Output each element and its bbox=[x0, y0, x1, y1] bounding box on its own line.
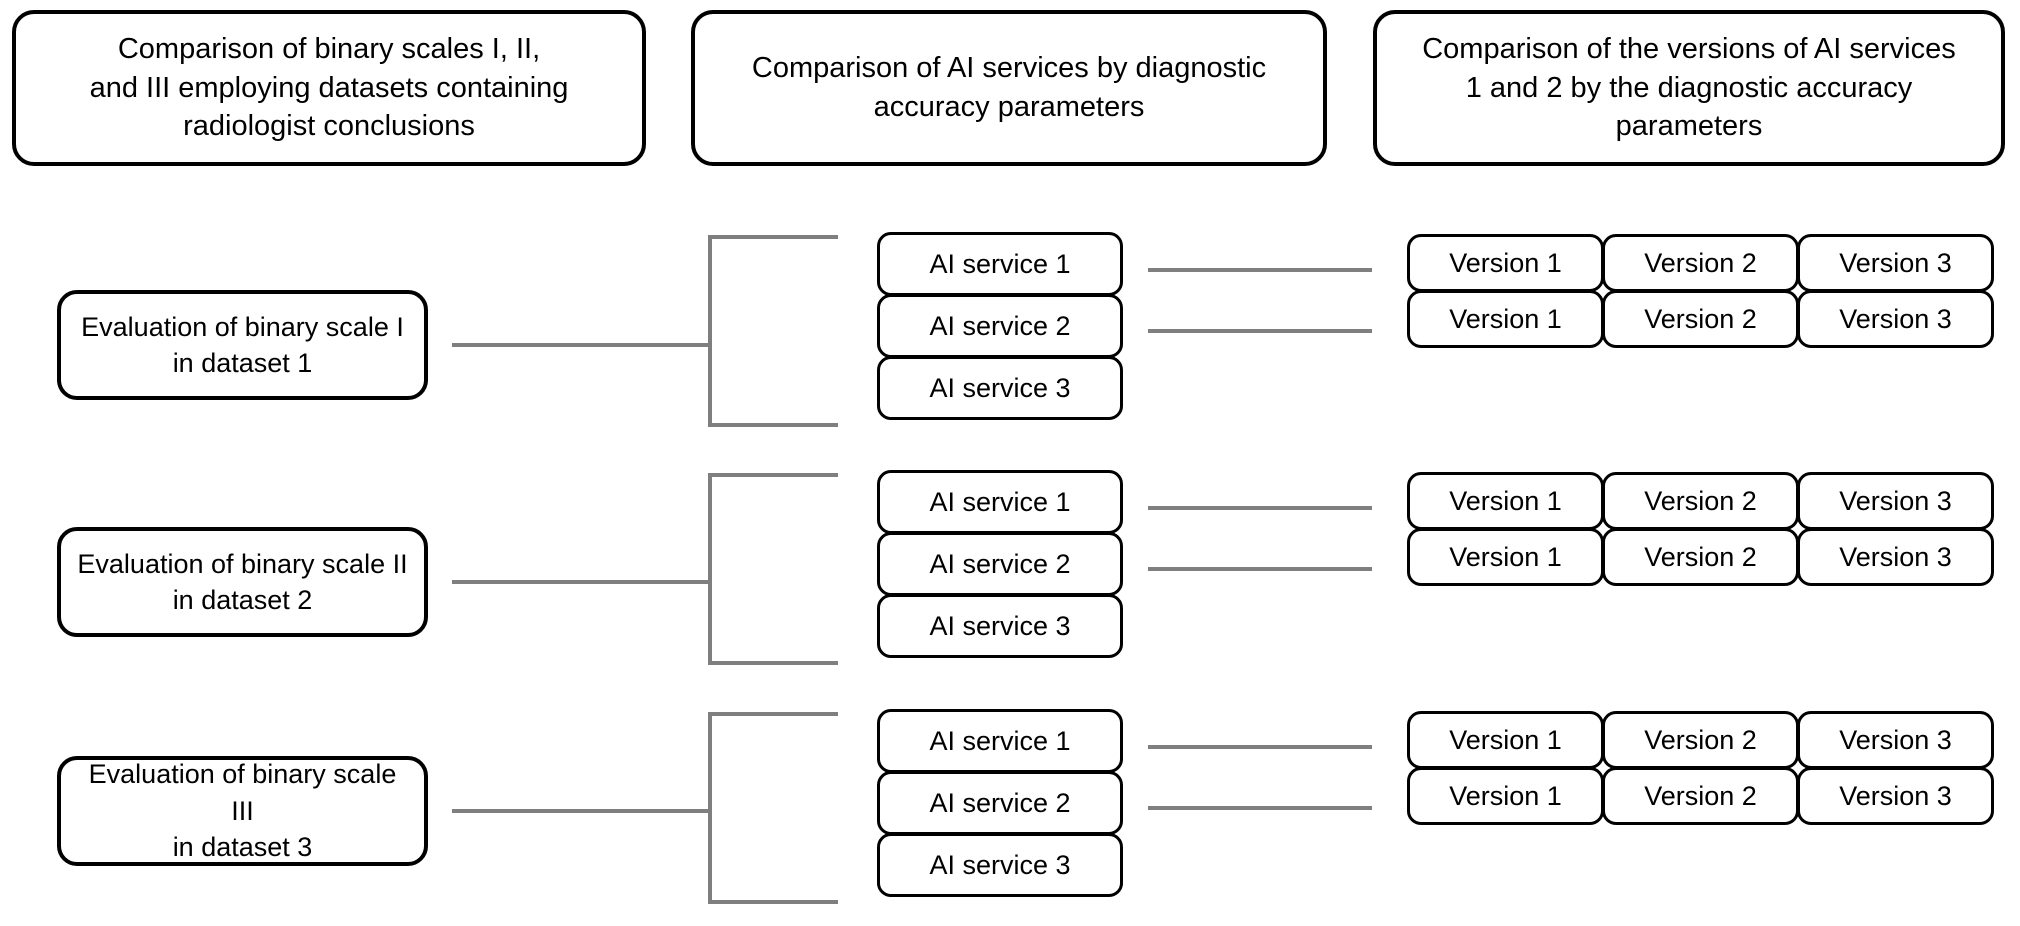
connector-ai1-to-versions-1 bbox=[1148, 268, 1372, 272]
version-grid-row: Version 1 Version 2 Version 3 bbox=[1407, 290, 1997, 348]
version-cell[interactable]: Version 3 bbox=[1797, 472, 1994, 530]
version-cell[interactable]: Version 1 bbox=[1407, 767, 1604, 825]
evaluation-box-label: Evaluation of binary scale I in dataset … bbox=[81, 311, 404, 378]
ai-service-stack-3: AI service 1 AI service 2 AI service 3 bbox=[877, 709, 1123, 897]
bracket-arm-top bbox=[708, 473, 838, 477]
version-grid-row: Version 1 Version 2 Version 3 bbox=[1407, 472, 1997, 530]
evaluation-box-label: Evaluation of binary scale II in dataset… bbox=[77, 548, 408, 615]
header-box-ai-services: Comparison of AI services by diagnostic … bbox=[691, 10, 1327, 166]
version-cell[interactable]: Version 3 bbox=[1797, 767, 1994, 825]
header-box-label: Comparison of the versions of AI service… bbox=[1422, 33, 1956, 143]
version-cell[interactable]: Version 1 bbox=[1407, 234, 1604, 292]
evaluation-box-label: Evaluation of binary scale III in datase… bbox=[88, 759, 397, 863]
version-cell[interactable]: Version 3 bbox=[1797, 234, 1994, 292]
version-cell[interactable]: Version 2 bbox=[1602, 234, 1799, 292]
version-cell[interactable]: Version 1 bbox=[1407, 290, 1604, 348]
connector-eval-to-bracket-1 bbox=[452, 343, 710, 347]
version-cell[interactable]: Version 3 bbox=[1797, 528, 1994, 586]
ai-service-box[interactable]: AI service 2 bbox=[877, 771, 1123, 835]
header-box-label: Comparison of AI services by diagnostic … bbox=[751, 52, 1267, 123]
ai-service-box[interactable]: AI service 1 bbox=[877, 470, 1123, 534]
bracket-arm-bottom bbox=[708, 900, 838, 904]
ai-service-stack-1: AI service 1 AI service 2 AI service 3 bbox=[877, 232, 1123, 420]
header-box-binary-scales: Comparison of binary scales I, II, and I… bbox=[12, 10, 646, 166]
header-box-versions: Comparison of the versions of AI service… bbox=[1373, 10, 2005, 166]
connector-ai1-to-versions-2 bbox=[1148, 506, 1372, 510]
connector-eval-to-bracket-2 bbox=[452, 580, 710, 584]
connector-ai1-to-versions-3 bbox=[1148, 745, 1372, 749]
bracket-connector-1 bbox=[708, 235, 842, 427]
version-cell[interactable]: Version 1 bbox=[1407, 528, 1604, 586]
version-cell[interactable]: Version 1 bbox=[1407, 711, 1604, 769]
version-cell[interactable]: Version 3 bbox=[1797, 290, 1994, 348]
evaluation-box-scale-3: Evaluation of binary scale III in datase… bbox=[57, 756, 428, 866]
version-grid-3: Version 1 Version 2 Version 3 Version 1 … bbox=[1407, 711, 1997, 825]
version-cell[interactable]: Version 2 bbox=[1602, 472, 1799, 530]
evaluation-box-scale-2: Evaluation of binary scale II in dataset… bbox=[57, 527, 428, 637]
header-box-label: Comparison of binary scales I, II, and I… bbox=[89, 33, 569, 143]
version-cell[interactable]: Version 1 bbox=[1407, 472, 1604, 530]
bracket-connector-2 bbox=[708, 473, 842, 665]
version-grid-row: Version 1 Version 2 Version 3 bbox=[1407, 234, 1997, 292]
connector-ai2-to-versions-2 bbox=[1148, 567, 1372, 571]
ai-service-box[interactable]: AI service 1 bbox=[877, 709, 1123, 773]
version-cell[interactable]: Version 2 bbox=[1602, 290, 1799, 348]
ai-service-box[interactable]: AI service 3 bbox=[877, 356, 1123, 420]
version-cell[interactable]: Version 2 bbox=[1602, 711, 1799, 769]
version-grid-row: Version 1 Version 2 Version 3 bbox=[1407, 528, 1997, 586]
evaluation-box-scale-1: Evaluation of binary scale I in dataset … bbox=[57, 290, 428, 400]
ai-service-box[interactable]: AI service 2 bbox=[877, 532, 1123, 596]
version-grid-2: Version 1 Version 2 Version 3 Version 1 … bbox=[1407, 472, 1997, 586]
bracket-arm-bottom bbox=[708, 423, 838, 427]
connector-ai2-to-versions-1 bbox=[1148, 329, 1372, 333]
bracket-connector-3 bbox=[708, 712, 842, 904]
version-grid-row: Version 1 Version 2 Version 3 bbox=[1407, 711, 1997, 769]
bracket-vertical-line bbox=[708, 235, 712, 427]
ai-service-box[interactable]: AI service 2 bbox=[877, 294, 1123, 358]
version-cell[interactable]: Version 3 bbox=[1797, 711, 1994, 769]
ai-service-box[interactable]: AI service 3 bbox=[877, 594, 1123, 658]
version-cell[interactable]: Version 2 bbox=[1602, 767, 1799, 825]
version-grid-1: Version 1 Version 2 Version 3 Version 1 … bbox=[1407, 234, 1997, 348]
connector-eval-to-bracket-3 bbox=[452, 809, 710, 813]
bracket-arm-top bbox=[708, 235, 838, 239]
bracket-arm-top bbox=[708, 712, 838, 716]
bracket-arm-bottom bbox=[708, 661, 838, 665]
ai-service-box[interactable]: AI service 1 bbox=[877, 232, 1123, 296]
bracket-vertical-line bbox=[708, 712, 712, 904]
ai-service-stack-2: AI service 1 AI service 2 AI service 3 bbox=[877, 470, 1123, 658]
ai-service-box[interactable]: AI service 3 bbox=[877, 833, 1123, 897]
bracket-vertical-line bbox=[708, 473, 712, 665]
connector-ai2-to-versions-3 bbox=[1148, 806, 1372, 810]
version-grid-row: Version 1 Version 2 Version 3 bbox=[1407, 767, 1997, 825]
version-cell[interactable]: Version 2 bbox=[1602, 528, 1799, 586]
